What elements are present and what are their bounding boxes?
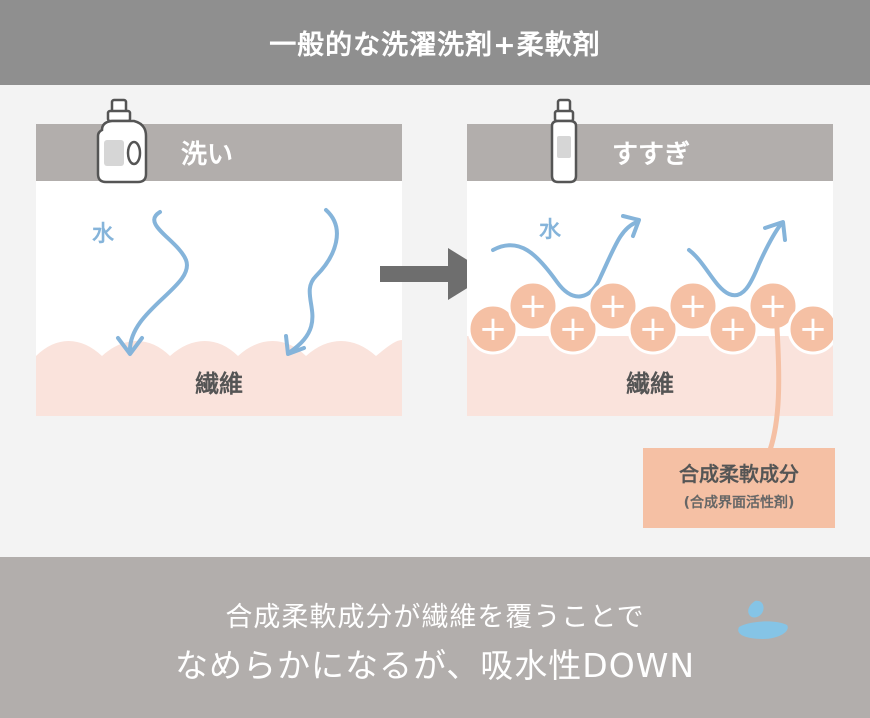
particle-circle xyxy=(627,303,679,355)
callout-title: 合成柔軟成分 xyxy=(679,462,799,486)
softener-bottle-icon xyxy=(550,98,578,184)
callout-subtitle: (合成界面活性剤) xyxy=(683,495,795,511)
softener-particle: + xyxy=(707,303,759,355)
rinse-panel-title: すすぎ xyxy=(612,140,691,170)
page-title: 一般的な洗濯洗剤+柔軟剤 xyxy=(269,30,601,61)
wash-panel: 洗い 水 繊維 xyxy=(36,124,402,416)
plus-icon: + xyxy=(719,309,748,349)
softener-callout: 合成柔軟成分 (合成界面活性剤) xyxy=(643,448,835,528)
plus-icon: + xyxy=(559,309,588,349)
particle-circle xyxy=(547,303,599,355)
plus-icon: + xyxy=(639,309,668,349)
plus-icon: + xyxy=(519,286,548,326)
water-arrowhead-right xyxy=(763,220,787,242)
water-drops-icon xyxy=(738,600,788,639)
wash-panel-header: 洗い xyxy=(36,124,402,181)
water-arrowhead-left xyxy=(621,214,641,238)
water-arrowhead-right xyxy=(284,334,306,356)
particle-circle xyxy=(707,303,759,355)
particle-circle xyxy=(667,280,719,332)
wash-scene xyxy=(36,208,402,416)
water-path-left xyxy=(491,220,639,299)
plus-icon: + xyxy=(799,309,828,349)
water-path-right xyxy=(288,208,339,354)
wash-fiber-label: 繊維 xyxy=(195,370,243,398)
rinse-scene: + + + + + + + + + xyxy=(467,214,833,416)
water-path-right xyxy=(687,222,783,298)
softener-particles: + + + + + + + + + xyxy=(467,280,833,355)
plus-icon: + xyxy=(599,286,628,326)
softener-particle: + xyxy=(467,303,519,355)
water-path-left xyxy=(127,210,189,354)
softener-particle: + xyxy=(627,303,679,355)
page-title-bar: 一般的な洗濯洗剤+柔軟剤 xyxy=(0,0,870,85)
plus-icon: + xyxy=(479,309,508,349)
rinse-fiber-label: 繊維 xyxy=(626,370,674,398)
summary-line-1: 合成柔軟成分が繊維を覆うことで xyxy=(225,602,645,633)
particle-circle xyxy=(507,280,559,332)
detergent-bottle-icon xyxy=(96,98,148,184)
plus-icon: + xyxy=(679,286,708,326)
particle-circle xyxy=(787,303,833,355)
softener-particle: + xyxy=(507,280,559,332)
softener-particle: + xyxy=(667,280,719,332)
summary-bar: 合成柔軟成分が繊維を覆うことで なめらかになるが、吸水性DOWN xyxy=(0,557,870,718)
softener-particle: + xyxy=(547,303,599,355)
softener-particle: + xyxy=(787,303,833,355)
particle-circle xyxy=(587,280,639,332)
rinse-panel: + + + + + + + + + すすぎ 水 繊維 xyxy=(467,124,833,416)
softener-particle: + xyxy=(587,280,639,332)
rinse-panel-header: すすぎ xyxy=(467,124,833,181)
summary-line-2: なめらかになるが、吸水性DOWN xyxy=(174,646,696,685)
fiber-wave xyxy=(36,340,402,416)
particle-circle xyxy=(467,303,519,355)
softener-particle: + xyxy=(747,280,799,332)
wash-water-label: 水 xyxy=(92,222,115,247)
wash-panel-title: 洗い xyxy=(181,140,234,170)
rinse-water-label: 水 xyxy=(539,218,562,243)
plus-icon: + xyxy=(759,286,788,326)
water-arrowhead-left xyxy=(116,336,144,356)
